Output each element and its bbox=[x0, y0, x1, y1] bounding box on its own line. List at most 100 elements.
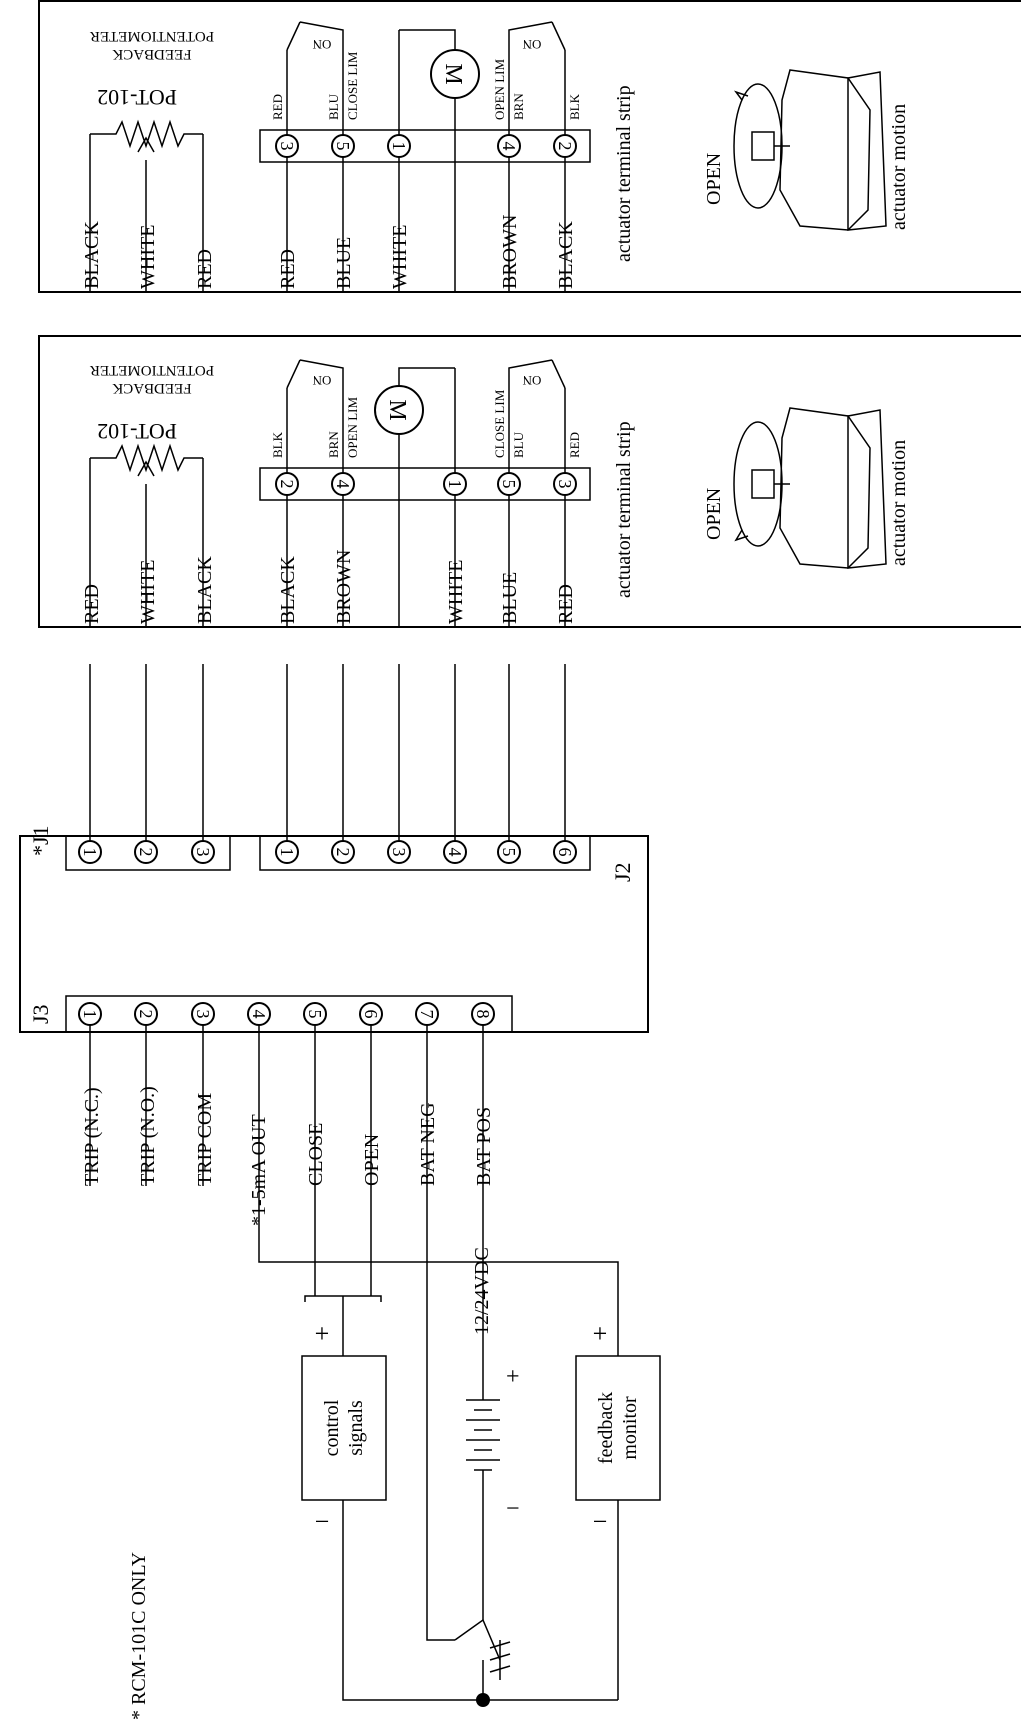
actuator-illustration bbox=[733, 407, 887, 569]
j2-pin: 5 bbox=[499, 848, 519, 857]
j2-pin: 1 bbox=[277, 848, 297, 857]
terminal-strip-label: actuator terminal strip bbox=[613, 85, 635, 262]
terminal-strip-label: actuator terminal strip bbox=[613, 421, 635, 598]
wire-label: BLUE bbox=[499, 572, 521, 624]
terminal-pin bbox=[497, 134, 521, 158]
actuator-panel-upper: RED WHITE BLACK POT-102 FEEDBACK POTENTI… bbox=[38, 335, 1021, 628]
pot-title: POT-102 bbox=[97, 85, 177, 110]
battery-plus: + bbox=[506, 1364, 520, 1390]
wire-label: RED bbox=[277, 249, 299, 289]
pin-label: BLK bbox=[567, 93, 582, 120]
ground-icon bbox=[454, 1618, 501, 1661]
svg-text:4: 4 bbox=[333, 480, 353, 489]
switch-on-label: ON bbox=[312, 373, 331, 388]
interconnect-wires bbox=[89, 664, 566, 850]
j3-pin: 6 bbox=[361, 1010, 381, 1019]
actuator-motion-label: actuator motion bbox=[888, 104, 910, 230]
open-direction-label: OPEN bbox=[703, 488, 725, 540]
wire-label: BLACK bbox=[555, 221, 577, 289]
j3-signal-label: TRIP (N.O.) bbox=[137, 1086, 159, 1186]
pot-subtitle: POTENTIOMETER bbox=[90, 362, 214, 378]
potentiometer-resistor bbox=[90, 119, 203, 149]
open-direction-label: OPEN bbox=[703, 153, 725, 205]
plus-sign: + bbox=[593, 1319, 608, 1348]
svg-text:signals: signals bbox=[345, 1400, 367, 1456]
j3-label: J3 bbox=[28, 1004, 53, 1024]
footnote: * RCM-101C ONLY bbox=[128, 1552, 150, 1720]
switch-on-label: ON bbox=[312, 37, 331, 52]
panel-border bbox=[38, 0, 1021, 293]
j2-pin: 2 bbox=[333, 848, 353, 857]
pot-wire-label: RED bbox=[194, 249, 216, 289]
feedback-monitor-box: feedback monitor + − bbox=[575, 1319, 661, 1700]
plus-sign: + bbox=[315, 1319, 330, 1348]
wire-label: WHITE bbox=[389, 225, 411, 289]
pot-subtitle: FEEDBACK bbox=[112, 380, 191, 396]
svg-text:2: 2 bbox=[555, 142, 575, 151]
j3-pin: 3 bbox=[193, 1010, 213, 1019]
pin-label: BRN bbox=[326, 431, 341, 458]
pot-subtitle: POTENTIOMETER bbox=[90, 28, 214, 44]
actuator-panel-lower: BLACK WHITE RED POT-102 FEEDBACK POTENTI… bbox=[38, 0, 1021, 293]
pot-wire-label: WHITE bbox=[137, 560, 159, 624]
terminal-strip-wires bbox=[286, 21, 566, 291]
pin-label: CLOSE LIM bbox=[345, 51, 360, 120]
svg-text:1: 1 bbox=[445, 480, 465, 489]
terminal-strip bbox=[259, 129, 591, 163]
terminal-pin bbox=[553, 472, 577, 496]
control-signals-box: control signals + − bbox=[301, 1319, 387, 1660]
pin-label: BLU bbox=[511, 431, 526, 458]
j3-wires bbox=[89, 1025, 619, 1641]
j3-pin: 2 bbox=[136, 1010, 156, 1019]
j3-pin: 1 bbox=[80, 1010, 100, 1019]
svg-text:4: 4 bbox=[499, 142, 519, 151]
switch-on-label: ON bbox=[522, 373, 541, 388]
connector-j3 bbox=[65, 995, 513, 1033]
svg-text:5: 5 bbox=[333, 142, 353, 151]
common-return bbox=[342, 1660, 618, 1707]
terminal-pin bbox=[275, 472, 299, 496]
pin-label: RED bbox=[270, 94, 285, 120]
j3-signal-label: BAT POS bbox=[473, 1107, 495, 1186]
minus-sign: − bbox=[315, 1507, 330, 1536]
j3-signal-label: TRIP (N.C.) bbox=[81, 1087, 103, 1186]
svg-text:feedback: feedback bbox=[595, 1392, 617, 1464]
motor-symbol bbox=[430, 49, 480, 99]
j2-pin: 6 bbox=[555, 848, 575, 857]
j1-pin: 1 bbox=[80, 848, 100, 857]
svg-text:3: 3 bbox=[277, 142, 297, 151]
wire-label: BROWN bbox=[333, 550, 355, 624]
controller-board: *J1 J2 J3 1 2 3 1 2 3 4 5 6 1 2 3 4 5 6 … bbox=[19, 825, 649, 1033]
pot-wire-label: WHITE bbox=[137, 225, 159, 289]
junction-dot bbox=[476, 1693, 490, 1707]
svg-text:2: 2 bbox=[277, 480, 297, 489]
motor-symbol bbox=[374, 385, 424, 435]
svg-text:3: 3 bbox=[555, 480, 575, 489]
terminal-pin bbox=[497, 472, 521, 496]
wire-label: BROWN bbox=[499, 215, 521, 289]
j3-signal-label: TRIP COM bbox=[194, 1093, 216, 1186]
pot-wire-label: BLACK bbox=[81, 221, 103, 289]
pin-label: BLK bbox=[270, 431, 285, 458]
battery-minus: − bbox=[506, 1496, 520, 1522]
j3-signal-label: OPEN bbox=[361, 1134, 383, 1186]
potentiometer-resistor bbox=[90, 443, 203, 473]
terminal-pin bbox=[553, 134, 577, 158]
pin-label: OPEN LIM bbox=[345, 397, 360, 458]
terminal-pin bbox=[331, 472, 355, 496]
terminal-strip bbox=[259, 467, 591, 501]
wire-label: RED bbox=[555, 584, 577, 624]
pin-label: OPEN LIM bbox=[492, 59, 507, 120]
terminal-pin bbox=[387, 134, 411, 158]
wire-label: BLACK bbox=[277, 556, 299, 624]
motor-label: M bbox=[440, 63, 466, 84]
connector-j1 bbox=[65, 835, 231, 871]
panel-border bbox=[38, 335, 1021, 628]
j1-pin: 2 bbox=[136, 848, 156, 857]
j3-signal-label: CLOSE bbox=[305, 1123, 327, 1186]
actuator-illustration bbox=[733, 69, 887, 231]
battery-symbol: 12/24VDC + − bbox=[454, 1247, 520, 1680]
minus-sign: − bbox=[593, 1507, 608, 1536]
pin-label: BLU bbox=[326, 93, 341, 120]
j2-label: J2 bbox=[610, 862, 635, 882]
